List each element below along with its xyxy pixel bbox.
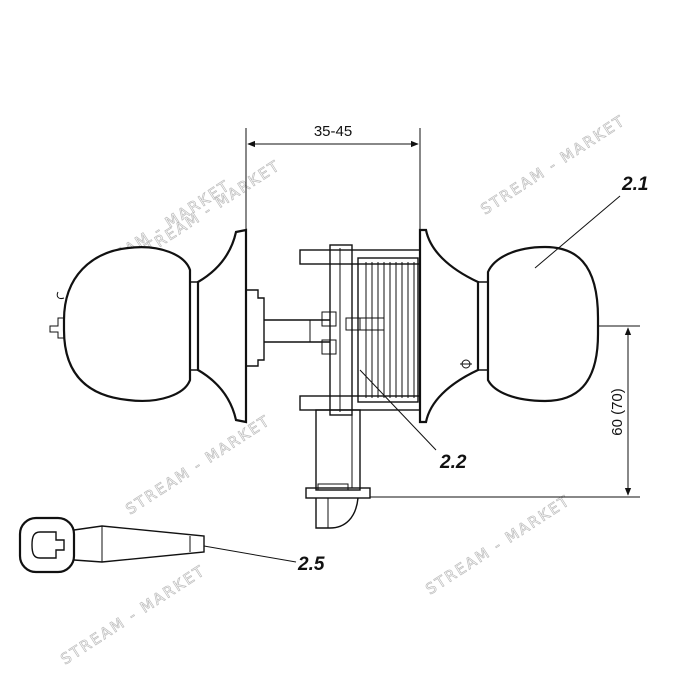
- watermark-text: STREAM - MARKET: [477, 111, 628, 218]
- left-plate: [246, 289, 265, 367]
- knob-detail: [56, 291, 65, 299]
- callout-label-2-1: 2.1: [621, 174, 648, 195]
- key-bow-slot: [31, 531, 65, 559]
- leader-2-2: [359, 369, 437, 451]
- watermark-text: STREAM - MARKET: [122, 411, 273, 518]
- dimension-height: 60 (70): [370, 325, 640, 498]
- left-knob: [49, 228, 265, 424]
- spring-housing: [357, 257, 419, 403]
- latch-bolt-tongue: [315, 497, 359, 529]
- right-rose: [418, 228, 480, 424]
- callout-knob: 2.1: [534, 174, 648, 269]
- leader-2-1: [534, 195, 621, 269]
- latch-tube: [315, 409, 361, 491]
- right-knob-ball: [486, 245, 600, 403]
- key-blade: [73, 525, 205, 563]
- watermark-text: STREAM - MARKET: [422, 491, 573, 598]
- callout-label-2-2: 2.2: [439, 452, 467, 473]
- watermark-text: STREAM - MARKET: [57, 561, 208, 668]
- dim-height-label: 60 (70): [609, 388, 626, 436]
- faceplate-lip: [317, 483, 349, 491]
- right-knob-neck: [478, 281, 489, 371]
- latch-top-bar: [299, 249, 421, 265]
- latch-body: [299, 244, 421, 416]
- left-knob-neck: [190, 281, 199, 371]
- latch-stem: [305, 409, 371, 529]
- key: 2.5: [18, 516, 325, 575]
- left-rose: [196, 228, 248, 424]
- spindle: [264, 319, 330, 343]
- latch-bolt-top: [321, 311, 337, 327]
- callout-latch: 2.2: [359, 369, 467, 473]
- latch-bottom-bar: [299, 395, 421, 411]
- latch-bolt-bottom: [321, 339, 337, 355]
- faceplate: [305, 487, 371, 499]
- right-knob: [418, 228, 600, 424]
- spring-coils: [365, 262, 415, 398]
- dimension-width: 35-45: [245, 123, 421, 230]
- key-cylinder-tip: [49, 317, 64, 339]
- leader-2-5: [203, 545, 297, 563]
- dim-width-label: 35-45: [314, 123, 352, 140]
- key-bow: [18, 516, 76, 574]
- callout-label-2-5: 2.5: [297, 554, 325, 575]
- left-knob-ball: [62, 246, 192, 402]
